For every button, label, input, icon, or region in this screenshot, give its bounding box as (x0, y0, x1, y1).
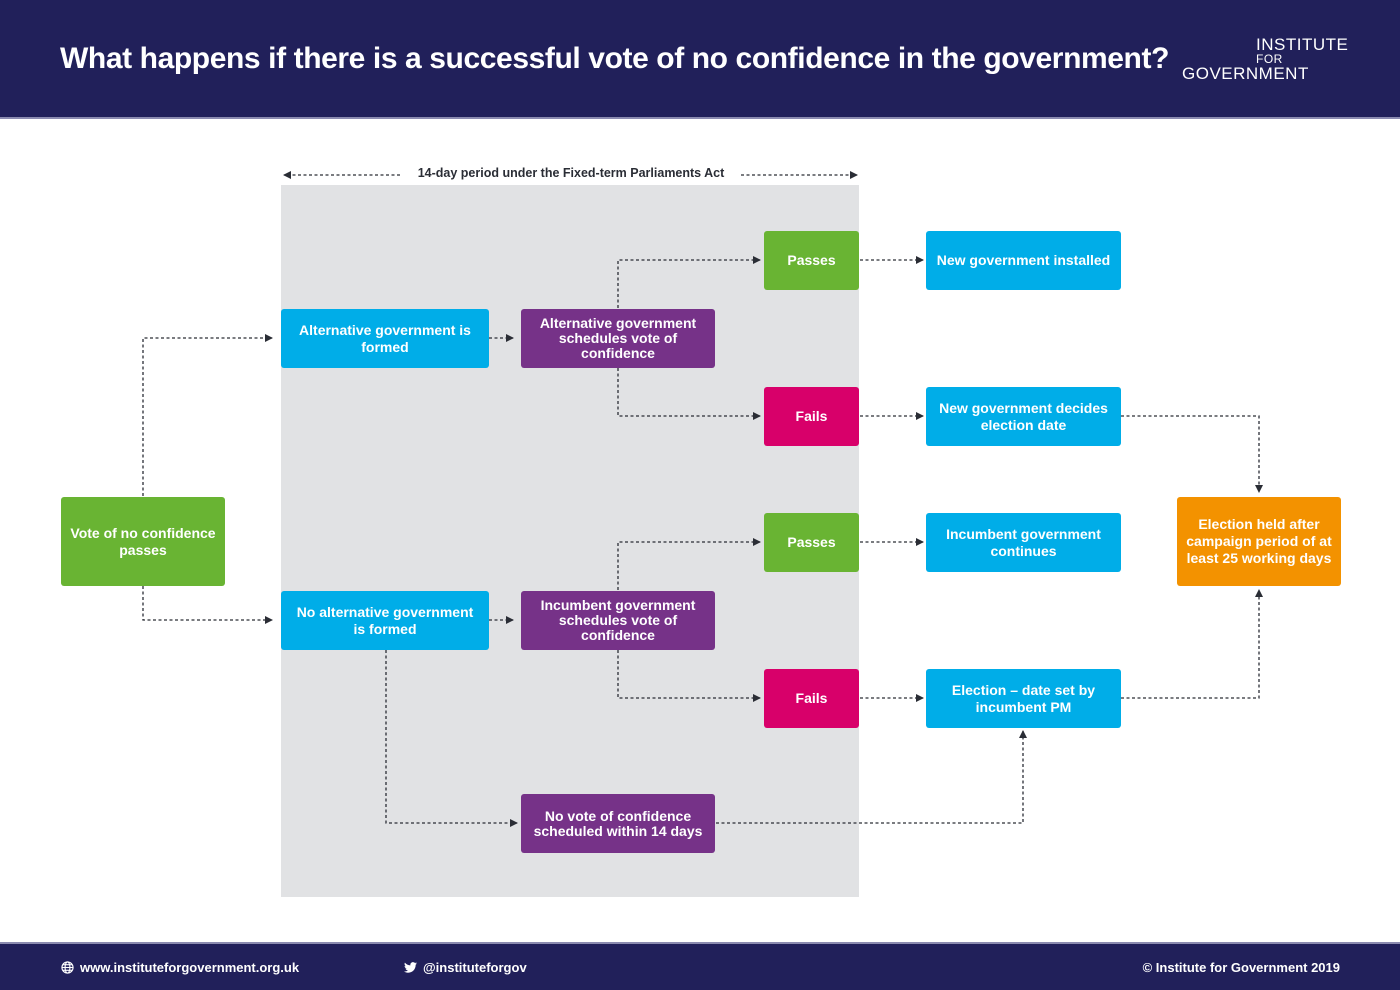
node-vote-of-no-confidence-passes: Vote of no confidence passes (61, 497, 225, 586)
node-label: Passes (787, 534, 836, 550)
page-title: What happens if there is a successful vo… (60, 42, 1169, 75)
logo-line-institute: INSTITUTE (1256, 35, 1349, 54)
node-label: Incumbent government schedules vote of c… (540, 597, 696, 643)
logo-line-for: FOR (1256, 52, 1283, 66)
node-incumbent-vote-fails: Fails (764, 669, 859, 728)
node-label: Alternative government is formed (299, 321, 471, 355)
node-label: Fails (795, 690, 828, 706)
node-label: Incumbent government continues (946, 525, 1101, 559)
footer-bar: www.instituteforgovernment.org.uk @insti… (0, 942, 1400, 990)
node-new-government-decides-election-date: New government decides election date (926, 387, 1121, 446)
node-alternative-government-schedules-vote: Alternative government schedules vote of… (521, 309, 715, 368)
node-label: New government decides election date (939, 399, 1108, 433)
node-incumbent-government-continues: Incumbent government continues (926, 513, 1121, 572)
footer-website[interactable]: www.instituteforgovernment.org.uk (61, 960, 299, 975)
footer-twitter[interactable]: @instituteforgov (404, 960, 527, 975)
copyright-text: © Institute for Government 2019 (1142, 960, 1340, 975)
node-election-held: Election held after campaign period of a… (1177, 497, 1341, 586)
twitter-icon (404, 962, 417, 973)
website-link[interactable]: www.instituteforgovernment.org.uk (80, 960, 300, 975)
node-label: Fails (795, 408, 828, 424)
node-label: Alternative government schedules vote of… (539, 315, 697, 361)
period-label: 14-day period under the Fixed-term Parli… (403, 166, 739, 180)
node-label: No vote of confidence scheduled within 1… (533, 807, 703, 839)
node-alternative-vote-fails: Fails (764, 387, 859, 446)
node-election-date-set-by-pm: Election – date set by incumbent PM (926, 669, 1121, 728)
node-no-vote-scheduled: No vote of confidence scheduled within 1… (521, 794, 715, 853)
node-label: New government installed (936, 252, 1111, 268)
node-alternative-government-formed: Alternative government is formed (281, 309, 489, 368)
header-banner: What happens if there is a successful vo… (0, 0, 1400, 119)
node-label: Vote of no confidence passes (70, 524, 216, 558)
node-label: Election – date set by incumbent PM (951, 681, 1096, 715)
footer-copyright: © Institute for Government 2019 (1143, 960, 1340, 975)
node-incumbent-government-schedules-vote: Incumbent government schedules vote of c… (521, 591, 715, 650)
node-label: Election held after campaign period of a… (1186, 516, 1332, 566)
node-no-alternative-government-formed: No alternative government is formed (281, 591, 489, 650)
twitter-handle[interactable]: @instituteforgov (423, 960, 527, 975)
globe-icon (61, 961, 74, 974)
node-label: Passes (787, 252, 836, 268)
node-alternative-vote-passes: Passes (764, 231, 859, 290)
logo-line-government: GOVERNMENT (1182, 64, 1309, 83)
node-incumbent-vote-passes: Passes (764, 513, 859, 572)
node-new-government-installed: New government installed (926, 231, 1121, 290)
node-label: No alternative government is formed (296, 603, 474, 637)
